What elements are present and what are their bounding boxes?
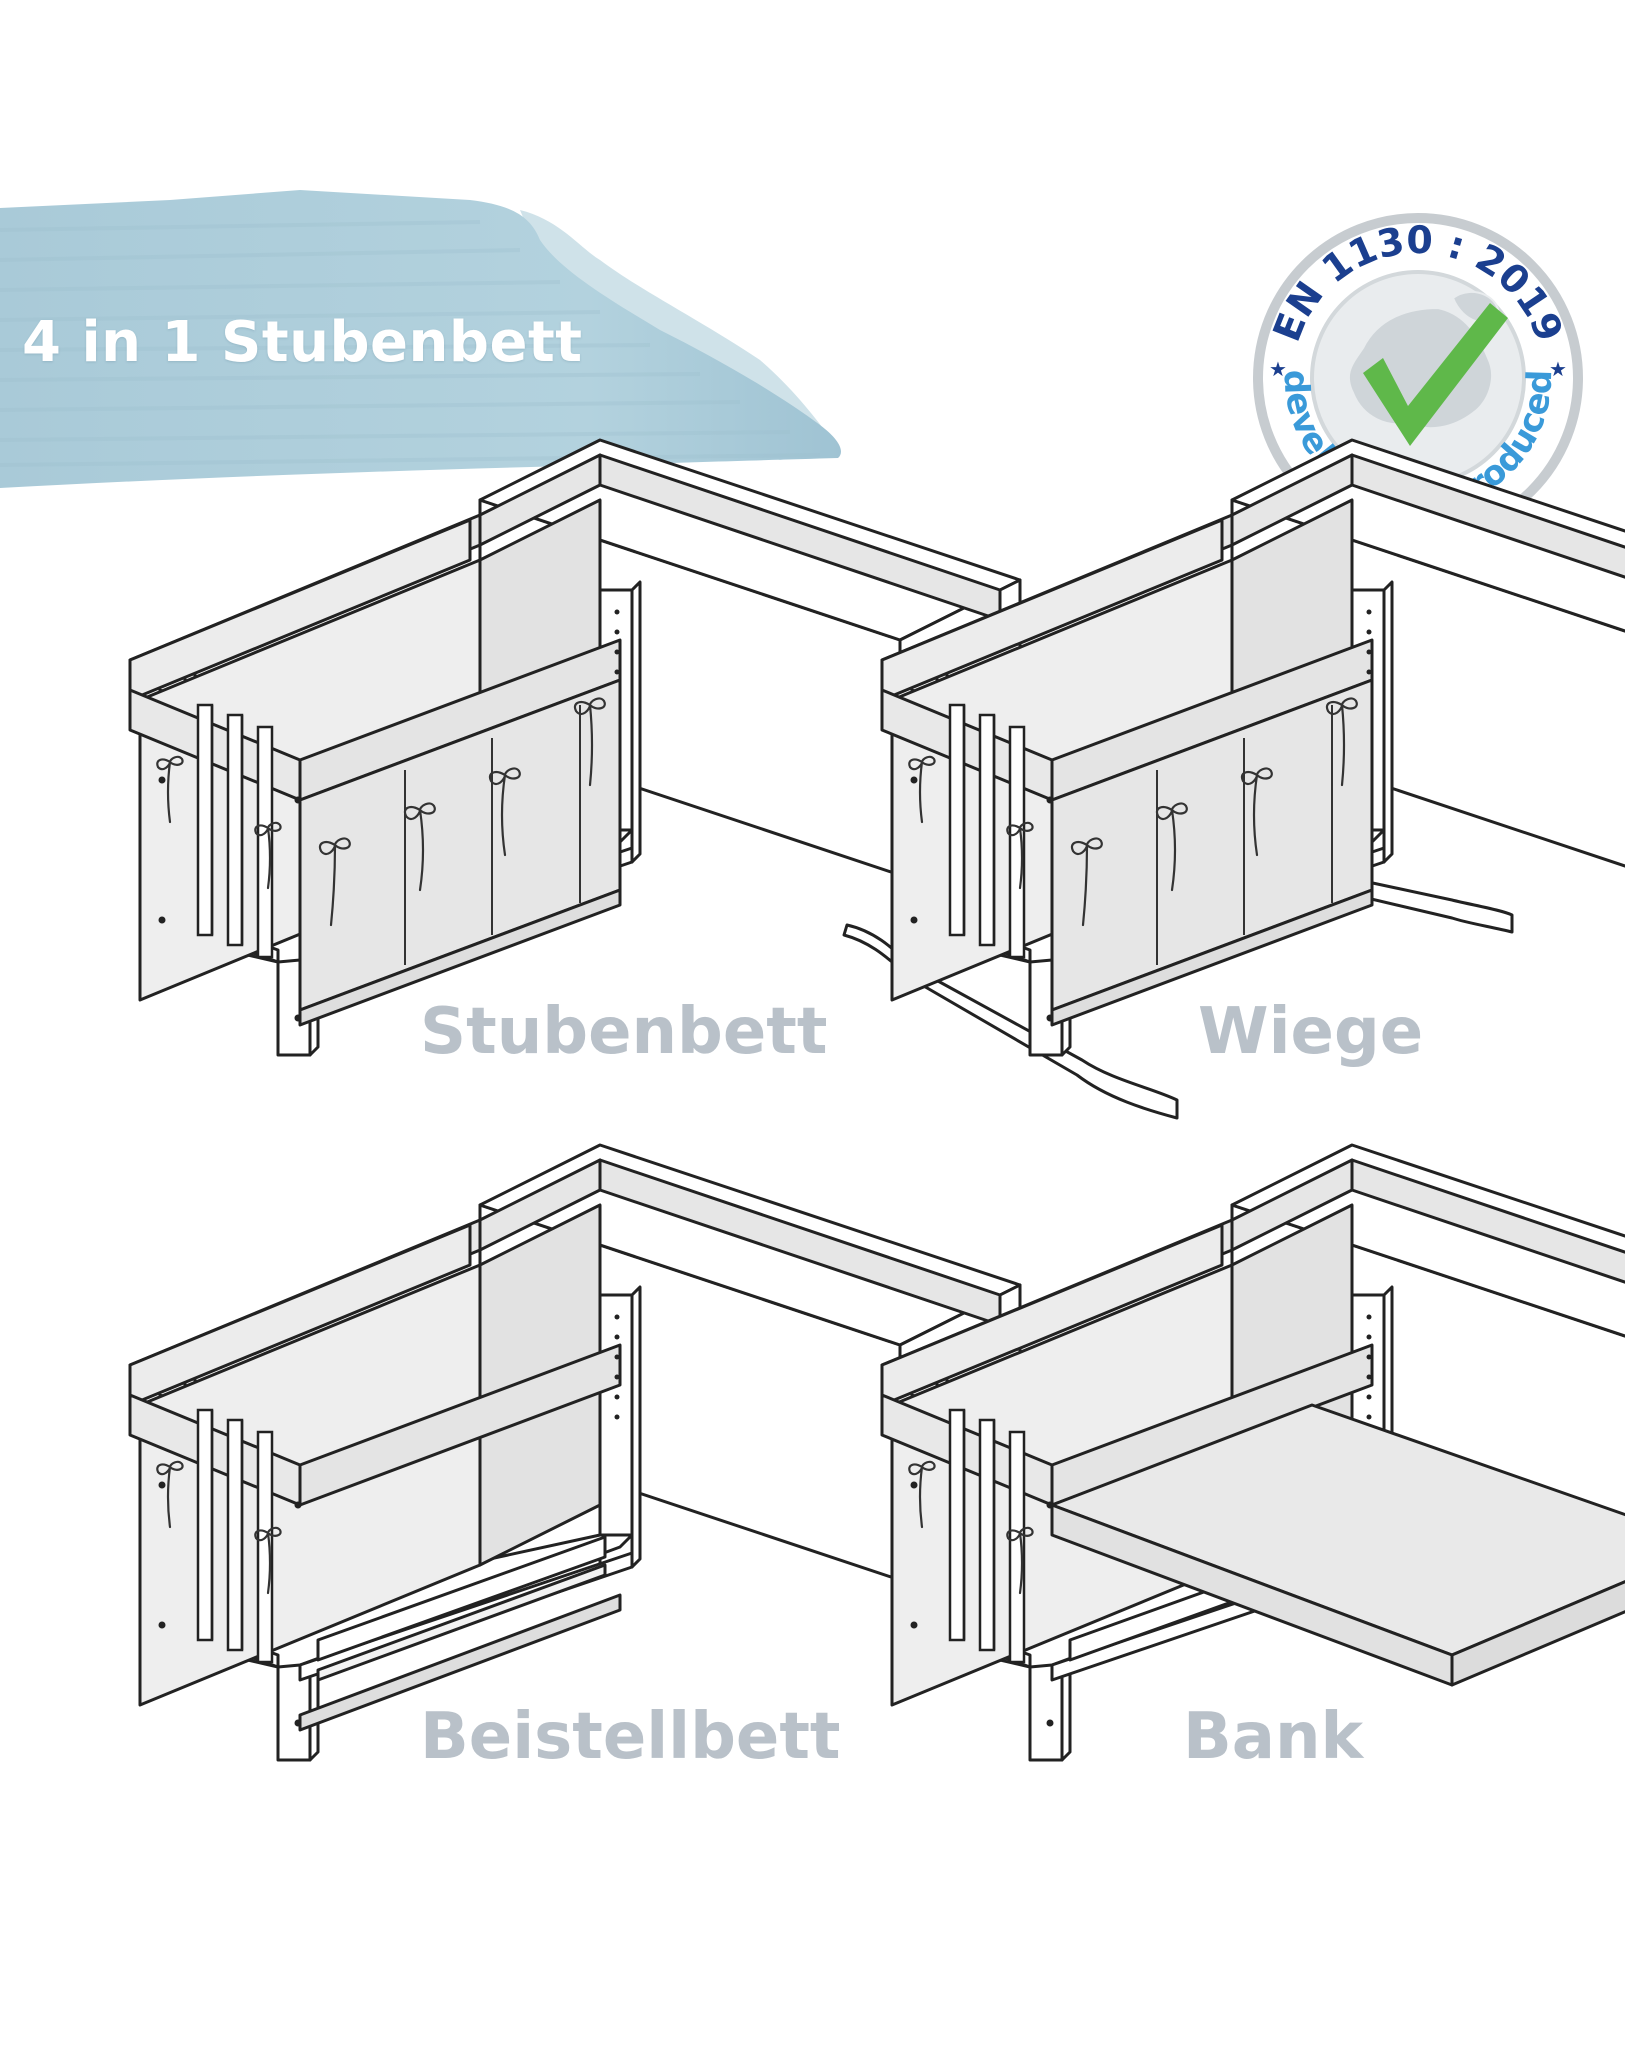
variant-label-stubenbett: Stubenbett <box>420 995 828 1069</box>
certification-badge: EN 1130 : 2019 developed & produced ★ ★ <box>1253 213 1583 543</box>
banner-texture <box>0 220 821 467</box>
checkmark-icon <box>1363 303 1508 446</box>
bedside-crib-icon <box>128 1143 1022 1762</box>
variant-label-beistellbett: Beistellbett <box>420 1700 841 1774</box>
variant-label-wiege: Wiege <box>1198 995 1424 1069</box>
brush-banner <box>0 190 841 488</box>
page-title: 4 in 1 Stubenbett <box>22 310 583 375</box>
badge-star-right: ★ <box>1549 357 1567 381</box>
bench-icon <box>880 1143 1625 1762</box>
badge-star-left: ★ <box>1269 357 1287 381</box>
variant-label-bank: Bank <box>1183 1700 1364 1774</box>
cot-icon <box>128 438 1022 1057</box>
banner-splash <box>0 190 841 488</box>
